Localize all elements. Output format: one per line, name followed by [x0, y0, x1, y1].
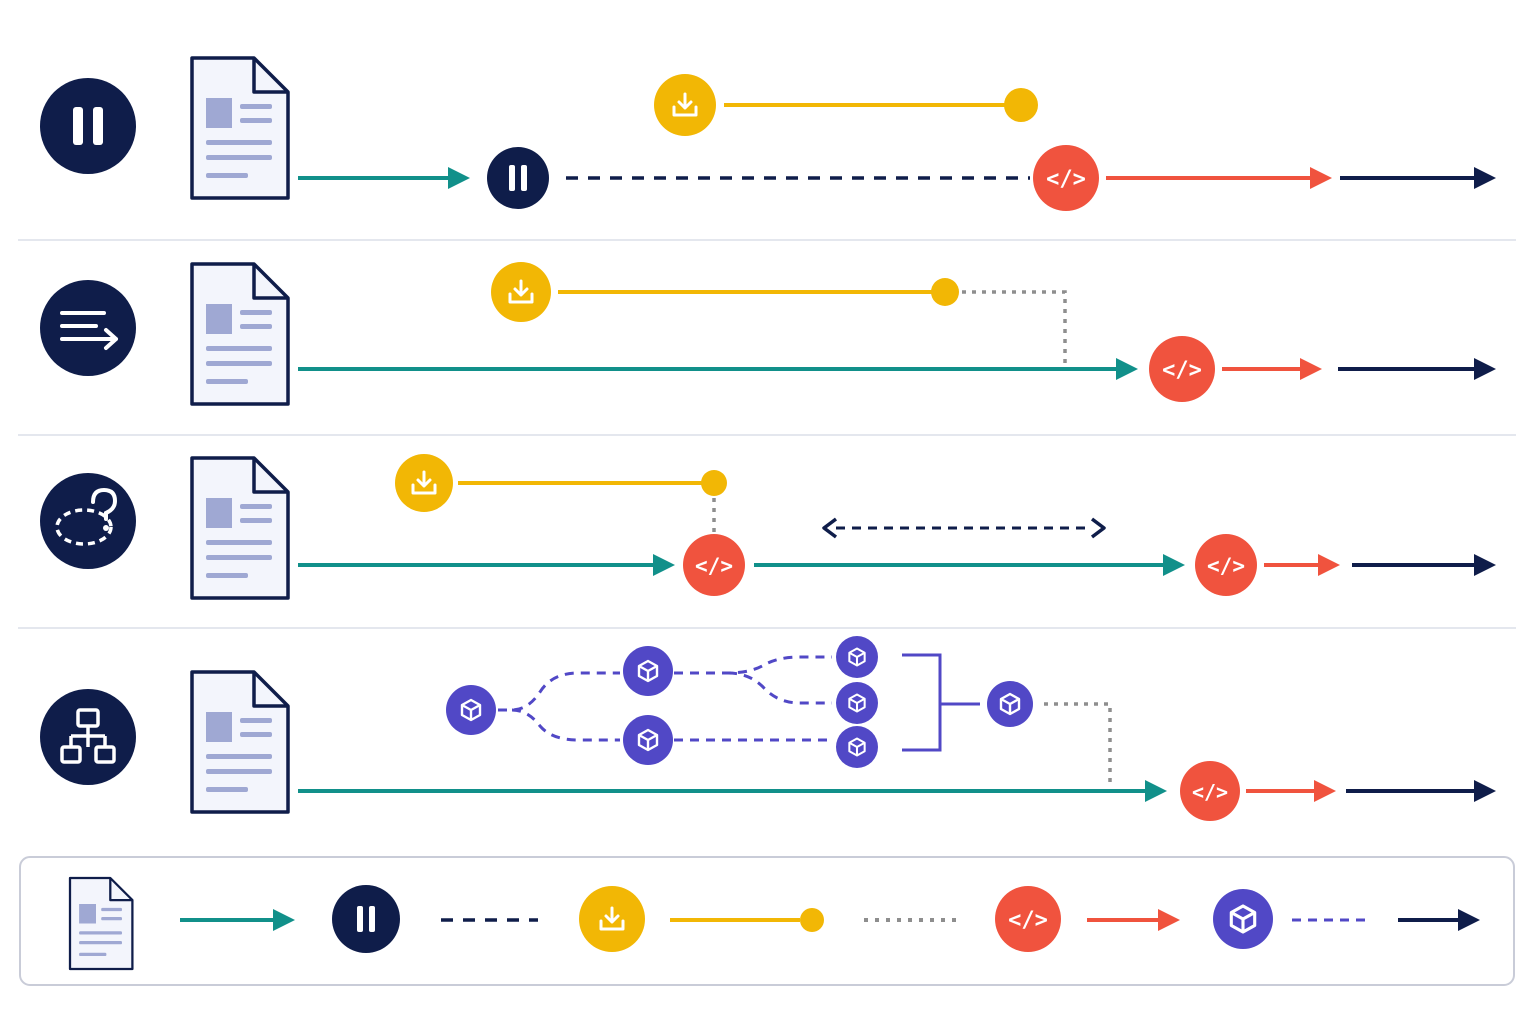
download-icon — [579, 886, 645, 952]
code-icon: </> — [1149, 336, 1215, 402]
yellow-lollipop — [670, 908, 824, 932]
navy-arrow — [1346, 780, 1496, 802]
row-stream-flow: </> — [40, 262, 1496, 406]
teal-arrow — [298, 167, 470, 189]
code-glyph: </> — [1046, 167, 1086, 192]
red-arrow — [1106, 167, 1332, 189]
cube-icon — [1213, 889, 1273, 949]
cube-icon — [836, 726, 878, 768]
document-icon — [190, 56, 290, 200]
code-glyph: </> — [1162, 358, 1202, 383]
red-arrow — [1222, 358, 1322, 380]
cube-icon — [623, 646, 673, 696]
cube-icon — [987, 681, 1033, 727]
navy-double-arrow — [822, 517, 1106, 539]
document-icon — [190, 670, 290, 814]
code-glyph: </> — [1008, 908, 1048, 933]
cube-icon — [836, 636, 878, 678]
code-glyph: </> — [1192, 780, 1228, 804]
cube-icon — [623, 715, 673, 765]
aggregation-bracket — [902, 653, 980, 752]
row-loop-flow: </> </> — [40, 454, 1496, 600]
red-arrow — [1246, 780, 1336, 802]
pause-icon — [487, 147, 549, 209]
download-icon — [491, 262, 551, 322]
document-icon — [190, 456, 290, 600]
navy-arrow — [1340, 167, 1496, 189]
teal-arrow — [298, 554, 675, 576]
navy-arrow — [1338, 358, 1496, 380]
navy-arrow — [1398, 909, 1480, 931]
teal-arrow — [754, 554, 1185, 576]
document-icon — [68, 876, 134, 971]
stream-arrow-icon — [40, 280, 136, 376]
red-arrow — [1087, 909, 1180, 931]
dashed-loop-question-icon — [40, 473, 136, 569]
row-pause-flow: </> — [40, 56, 1496, 211]
code-icon: </> — [1180, 761, 1240, 821]
row-parallel-flow: </> — [40, 636, 1496, 821]
yellow-lollipop — [458, 470, 727, 496]
code-icon: </> — [995, 886, 1061, 952]
red-arrow — [1264, 554, 1340, 576]
pause-icon — [40, 78, 136, 174]
document-icon — [190, 262, 290, 406]
gray-dots — [1044, 702, 1112, 784]
teal-arrow — [298, 780, 1167, 802]
cube-icon — [836, 682, 878, 724]
code-glyph: </> — [695, 554, 733, 578]
download-icon — [395, 454, 453, 512]
code-icon: </> — [1033, 145, 1099, 211]
yellow-lollipop — [724, 88, 1038, 122]
yellow-lollipop — [558, 278, 959, 306]
download-icon — [654, 74, 716, 136]
code-icon: </> — [1195, 534, 1257, 596]
code-icon: </> — [683, 534, 745, 596]
legend: </> — [19, 856, 1515, 986]
pause-icon — [332, 885, 400, 953]
purple-dash — [498, 655, 832, 742]
cube-icon — [446, 685, 496, 735]
teal-arrow — [298, 358, 1138, 380]
teal-arrow — [180, 909, 295, 931]
code-glyph: </> — [1207, 554, 1245, 578]
gray-dots — [962, 290, 1067, 364]
hierarchy-icon — [40, 689, 136, 785]
navy-arrow — [1352, 554, 1496, 576]
